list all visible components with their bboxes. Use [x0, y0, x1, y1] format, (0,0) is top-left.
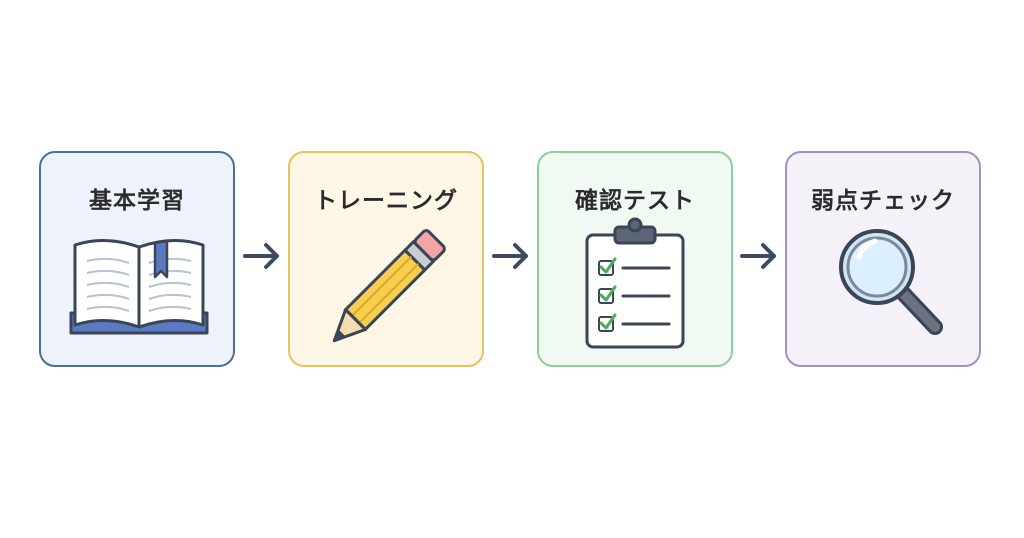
magnifying-glass-icon — [839, 229, 943, 335]
pencil-icon — [332, 229, 446, 343]
step-basic-learning: 基本学習 — [39, 151, 235, 367]
step-title: 確認テスト — [575, 188, 695, 214]
book-icon — [69, 238, 209, 335]
arrow-right-icon — [492, 243, 528, 269]
step-title: トレーニング — [314, 188, 458, 214]
arrow-right-icon — [243, 243, 279, 269]
step-title: 基本学習 — [89, 188, 185, 214]
clipboard-checklist-icon — [585, 217, 685, 349]
step-weak-point-check: 弱点チェック — [785, 151, 981, 367]
step-title: 弱点チェック — [811, 188, 955, 214]
step-check-test: 確認テスト — [537, 151, 733, 367]
step-training: トレーニング — [288, 151, 484, 367]
arrow-right-icon — [740, 243, 776, 269]
